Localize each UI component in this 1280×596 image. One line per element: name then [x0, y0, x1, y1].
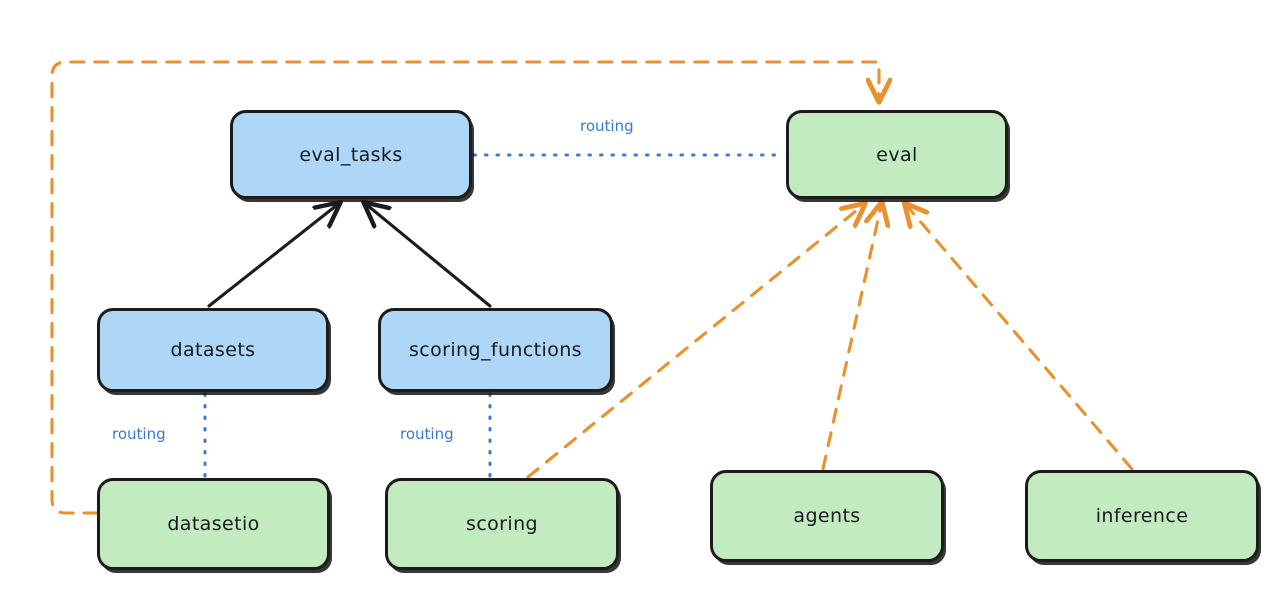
node-label-datasets: datasets: [170, 339, 256, 361]
edge-label-routing-eval: routing: [580, 117, 634, 135]
node-label-agents: agents: [793, 505, 861, 527]
edge-label-routing-scoring: routing: [400, 425, 454, 443]
node-label-datasetio: datasetio: [167, 513, 260, 535]
node-label-inference: inference: [1095, 505, 1189, 527]
node-eval[interactable]: eval: [786, 110, 1008, 199]
node-inference[interactable]: inference: [1025, 470, 1259, 562]
edge-datasets-eval-tasks: [207, 205, 337, 308]
edge-agents-eval: [821, 206, 881, 471]
node-scoring[interactable]: scoring: [385, 478, 619, 570]
node-label-scoring: scoring: [466, 513, 538, 535]
node-scoring-functions[interactable]: scoring_functions: [378, 308, 613, 392]
node-datasetio[interactable]: datasetio: [97, 478, 330, 570]
edge-scoring-functions-eval-tasks: [367, 205, 492, 308]
node-datasets[interactable]: datasets: [97, 308, 329, 392]
node-label-eval: eval: [876, 143, 918, 166]
node-agents[interactable]: agents: [710, 470, 944, 562]
edge-label-routing-datasetio: routing: [112, 425, 166, 443]
node-eval-tasks[interactable]: eval_tasks: [230, 110, 472, 199]
node-label-eval-tasks: eval_tasks: [299, 143, 403, 166]
node-label-scoring-functions: scoring_functions: [409, 339, 582, 361]
edge-inference-eval: [907, 206, 1134, 471]
